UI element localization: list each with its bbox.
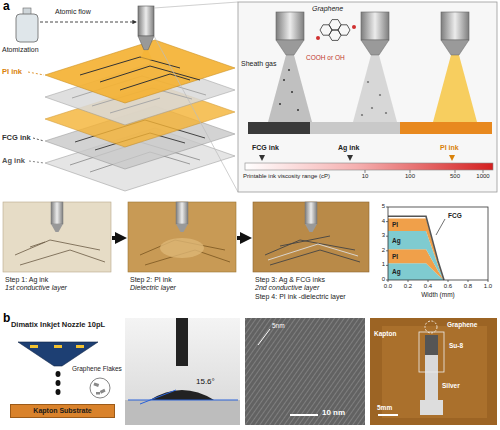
layer-label: PI <box>392 221 398 228</box>
step-photo: Step 1: Ag ink1st conductive layer <box>3 202 111 293</box>
printer-head <box>16 2 238 192</box>
tick-label: 0.6 <box>440 283 456 290</box>
scale-label: 5nm <box>272 322 285 329</box>
photo-label: Kapton <box>374 330 396 337</box>
tick-label: 0.0 <box>380 283 396 290</box>
ink-label: PI ink <box>2 68 22 77</box>
photo-space <box>5 202 109 274</box>
layer-label: Ag <box>392 268 401 275</box>
shape-space <box>10 329 106 351</box>
layer-label: FCG <box>448 212 462 219</box>
contact-angle-image <box>125 318 240 425</box>
device-photo <box>370 318 497 425</box>
step-arrow <box>237 236 246 240</box>
axis-title: Width (mm) <box>408 291 468 298</box>
step-photo: Step 2: PI inkDielectric layer <box>128 202 236 293</box>
nozzle-inset <box>238 2 497 192</box>
flow-label: Atomic flow <box>55 8 91 16</box>
scale-label: 5mm <box>377 404 392 411</box>
panel-letter: a <box>3 0 10 14</box>
layer-label: PI <box>392 253 398 260</box>
molecule-label: Graphene <box>312 5 343 13</box>
tick-label: 3 <box>375 232 385 239</box>
profile-chart <box>386 207 488 282</box>
tick-label: 5 <box>375 203 385 210</box>
ink-label: FCG ink <box>2 134 31 143</box>
caption-text: Step 2: PI ink <box>130 276 234 284</box>
step-photo: Step 3: Ag & FCG inks2nd conductive laye… <box>253 202 369 301</box>
caption-text: Step 3: Ag & FCG inks <box>255 276 367 284</box>
tem-image <box>245 318 365 425</box>
caption-text: 1st conductive layer <box>5 284 109 292</box>
photo-label: Graphene <box>447 321 477 328</box>
axis-title: Printable ink viscosity range (cP) <box>243 173 330 180</box>
photo-label: Su-8 <box>449 342 463 349</box>
tick-label: 2 <box>375 247 385 254</box>
step-arrow <box>112 236 121 240</box>
tick-label: 0.4 <box>420 283 436 290</box>
tick-label: 0.8 <box>460 283 476 290</box>
caption-text: Step 4: PI ink -dielectric layer <box>255 293 367 301</box>
tick-label: 1000 <box>473 173 493 180</box>
tick-label: 4 <box>375 218 385 225</box>
caption-text: Dimatix Inkjet Nozzle 10pL <box>10 320 106 329</box>
step-photos <box>3 202 369 272</box>
tick-label: 1 <box>375 261 385 268</box>
flow-label: Sheath gas <box>241 60 276 68</box>
tick-label: 10 <box>355 173 375 180</box>
tick-label: 1.0 <box>480 283 496 290</box>
ink-label: PI ink <box>440 144 459 152</box>
substrate-bar: Kapton Substrate <box>10 404 115 418</box>
angle-label: 15.6° <box>196 377 215 386</box>
tick-label: 0.2 <box>400 283 416 290</box>
caption-text: 2nd conductive layer <box>255 284 367 292</box>
tick-label: 0 <box>375 276 385 283</box>
photo-space <box>130 202 234 274</box>
caption-text: Step 1: Ag ink <box>5 276 109 284</box>
tick-label: 500 <box>445 173 465 180</box>
ink-label: FCG ink <box>252 144 279 152</box>
panel-letter: b <box>3 312 10 326</box>
group-label: COOH or OH <box>306 54 345 61</box>
photo-space <box>255 202 367 274</box>
layer-stack <box>28 40 235 191</box>
photo-label: Silver <box>442 382 460 389</box>
part-label: Atomization <box>2 46 39 54</box>
nozzle-box: Dimatix Inkjet Nozzle 10pL <box>8 320 108 351</box>
ink-label: Ag ink <box>338 144 359 152</box>
tick-label: 100 <box>400 173 420 180</box>
ink-label: Ag ink <box>2 157 25 166</box>
scale-label: 10 nm <box>322 408 345 417</box>
layer-label: Ag <box>392 237 401 244</box>
part-label: Graphene Flakes <box>72 365 122 372</box>
caption-text: Dielectric layer <box>130 284 234 292</box>
caption-text: Kapton Substrate <box>14 407 111 415</box>
